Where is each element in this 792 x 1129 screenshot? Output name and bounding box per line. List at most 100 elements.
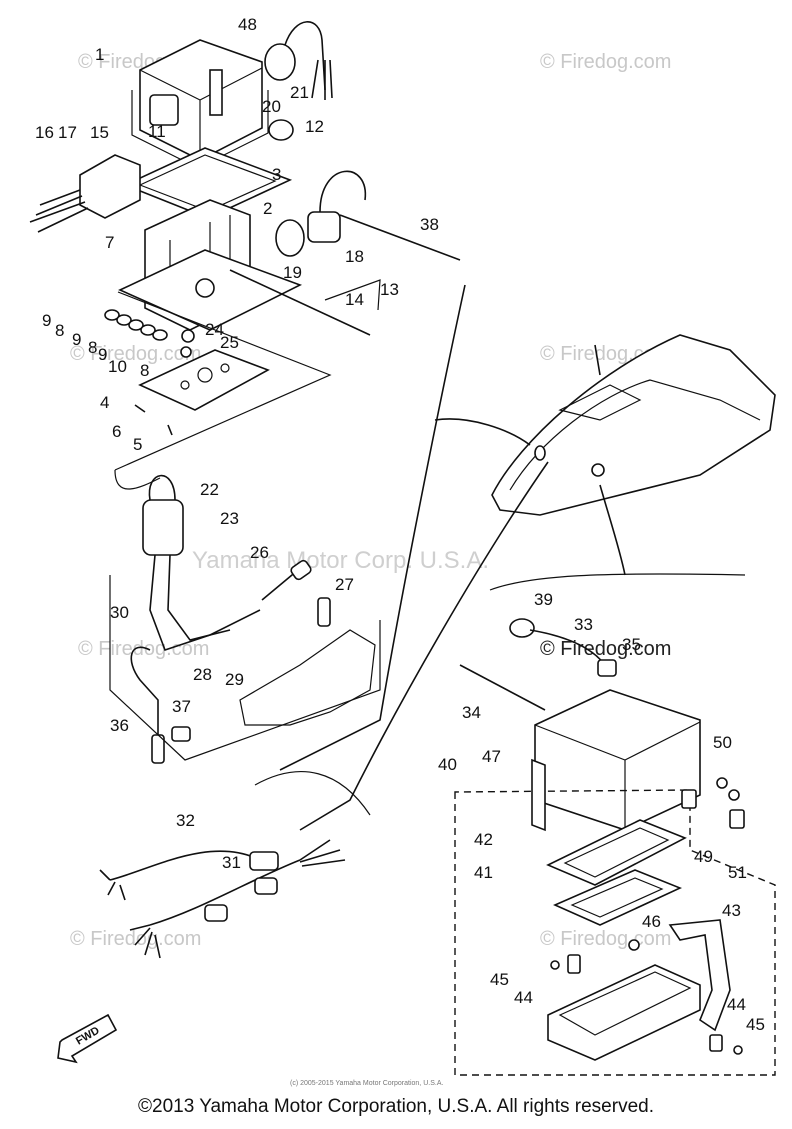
part-49-bracket (681, 789, 697, 809)
part-12-cap (268, 119, 294, 141)
part-26-cap-lead (261, 569, 299, 601)
callout-44: 44 (727, 995, 746, 1014)
part-39-cap (509, 618, 535, 638)
callout-32: 32 (176, 811, 195, 830)
part-26-cap (290, 559, 312, 581)
watercraft-hull (491, 334, 776, 516)
watermark-firedog: © Firedog.com (70, 928, 201, 950)
callout-14: 14 (345, 290, 364, 309)
footer-copyright: ©2013 Yamaha Motor Corporation, U.S.A. A… (138, 1096, 654, 1117)
part-36-lead (130, 646, 159, 735)
callout-11: 11 (148, 122, 166, 141)
callout-1: 1 (95, 45, 104, 64)
callout-22: 22 (200, 480, 219, 499)
part-34-cable (459, 664, 546, 711)
callout-26: 26 (250, 543, 269, 562)
callout-21: 21 (290, 83, 309, 102)
callout-18: 18 (345, 247, 364, 266)
part-43-strap (668, 919, 731, 1032)
watermark-firedog: © Firedog.com (540, 928, 671, 950)
engine-outline (239, 629, 376, 726)
part-51-pad (553, 869, 683, 926)
ignition-coil-group (109, 469, 381, 764)
part-3-gasket (122, 147, 293, 219)
watermark-firedog: © Firedog.com (70, 343, 201, 365)
part-46-nut (628, 939, 640, 951)
callout-30: 30 (110, 603, 129, 622)
part-38-lead (339, 214, 461, 261)
callout-9: 9 (42, 311, 51, 330)
callout-19: 19 (283, 263, 302, 282)
callout-8: 8 (140, 361, 149, 380)
part-32-harness (109, 850, 261, 881)
callout-45: 45 (490, 970, 509, 989)
wire-harnesses (99, 839, 346, 959)
part-22-coil (142, 499, 184, 556)
part-48-rod (209, 69, 223, 116)
callout-3: 3 (272, 165, 281, 184)
callout-44: 44 (514, 988, 533, 1007)
watermark-firedog: © Firedog.com (78, 638, 209, 660)
battery-tray (547, 964, 701, 1061)
part-47-battery (534, 689, 701, 831)
callout-8: 8 (55, 321, 64, 340)
callout-17: 17 (58, 123, 77, 142)
fwd-direction-badge: FWD (57, 1013, 118, 1064)
callout-49: 49 (694, 847, 713, 866)
callout-9: 9 (98, 345, 107, 364)
callout-38: 38 (420, 215, 439, 234)
part-20-sensor (264, 43, 296, 81)
callout-39: 39 (534, 590, 553, 609)
callout-25: 25 (220, 333, 239, 352)
part-25-washer (180, 346, 192, 358)
callout-37: 37 (172, 697, 191, 716)
part-37-clip (171, 726, 191, 742)
part-15-coil (79, 154, 141, 219)
callout-16: 16 (35, 123, 54, 142)
watermark-firedog: © Firedog.com (540, 51, 671, 73)
part-4-plate (138, 349, 270, 411)
callout-27: 27 (335, 575, 354, 594)
part-27-spark-plug (317, 597, 331, 627)
callout-6: 6 (112, 422, 121, 441)
part-42-strap (531, 758, 546, 832)
callout-48: 48 (238, 15, 257, 34)
callout-20: 20 (262, 97, 281, 116)
part-44-clip (567, 954, 581, 974)
watermark-center: Yamaha Motor Corp. U.S.A. (192, 547, 489, 574)
callout-12: 12 (305, 117, 324, 136)
small-copyright: (c) 2005-2015 Yamaha Motor Corporation, … (290, 1080, 443, 1087)
callout-2: 2 (263, 199, 272, 218)
callout-15: 15 (90, 123, 109, 142)
part-30-lead (149, 554, 261, 652)
callout-35: 35 (622, 635, 641, 654)
part-40-box-outline (454, 789, 776, 1076)
callout-42: 42 (474, 830, 493, 849)
part-31-harness (149, 859, 301, 926)
callout-8: 8 (88, 338, 97, 357)
part-13-rod (229, 269, 371, 336)
part-45-bolt (550, 960, 560, 970)
part-11-fitting (149, 94, 179, 126)
part-35-terminal (597, 659, 617, 677)
callout-4: 4 (100, 393, 109, 412)
callout-31: 31 (222, 853, 241, 872)
callout-33: 33 (574, 615, 593, 634)
leader-arrow (434, 418, 531, 446)
callout-9: 9 (72, 330, 81, 349)
battery-assembly (454, 618, 776, 1076)
part-24-nut (181, 329, 195, 343)
leader-line (279, 284, 466, 771)
callout-34: 34 (462, 703, 481, 722)
callout-5: 5 (133, 435, 142, 454)
callout-13: 13 (380, 280, 399, 299)
callout-50: 50 (713, 733, 732, 752)
callout-23: 23 (220, 509, 239, 528)
watermark-firedog-dark: © Firedog.com (540, 638, 671, 660)
part-50-bolt (716, 777, 728, 789)
callout-36: 36 (110, 716, 129, 735)
watermarks: © Firedog.com © Firedog.com © Firedog.co… (70, 51, 671, 1087)
callout-29: 29 (225, 670, 244, 689)
